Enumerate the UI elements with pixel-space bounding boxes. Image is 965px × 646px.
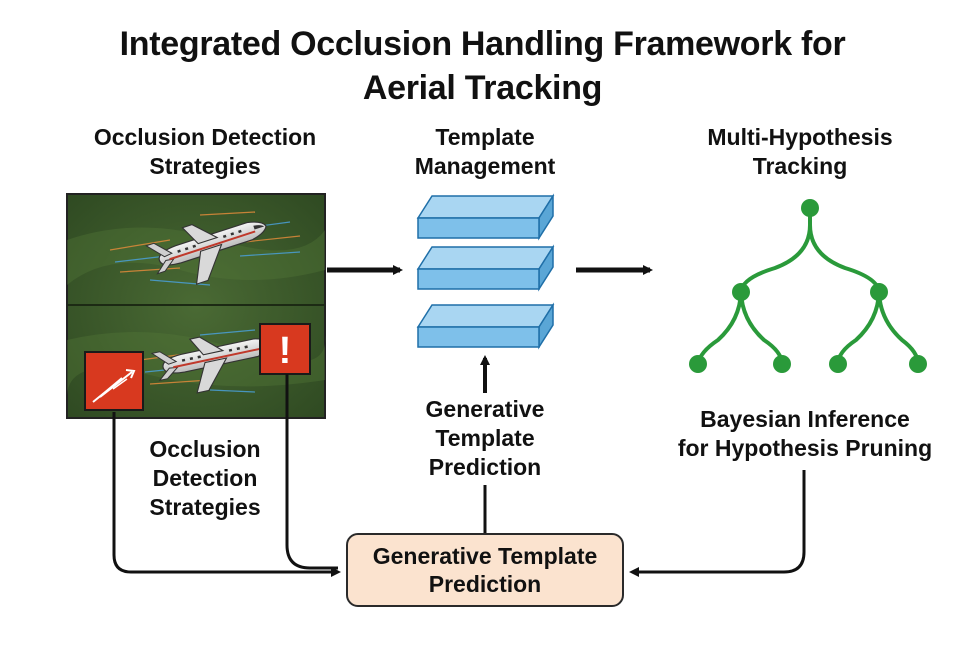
tree-node <box>909 355 927 373</box>
generative-prediction-box: Generative Template Prediction <box>346 533 624 607</box>
column-label-template: Template Management <box>380 123 590 181</box>
arrow-icon <box>285 374 338 570</box>
tree-node <box>829 355 847 373</box>
generative-label: Generative Template Prediction <box>395 395 575 482</box>
tree-node <box>773 355 791 373</box>
template-stack <box>416 193 555 350</box>
column-label-template-line-1: Template <box>435 124 535 150</box>
bayesian-label-line-1: Bayesian Inference <box>700 406 910 432</box>
center-box-line-1: Generative Template <box>372 543 598 569</box>
detection-label: Occlusion Detection Strategies <box>110 435 300 522</box>
title-line-2: Aerial Tracking <box>362 69 603 107</box>
arrow-icon <box>629 470 806 577</box>
tree-node <box>689 355 707 373</box>
detection-label-line-2: Detection <box>152 465 258 491</box>
arrow-icon <box>112 412 341 577</box>
column-label-detection-line-1: Occlusion Detection <box>93 124 317 150</box>
title-line-1: Integrated Occlusion Handling Framework … <box>119 25 846 63</box>
column-label-hypothesis: Multi-Hypothesis Tracking <box>650 123 950 181</box>
column-label-hypothesis-line-1: Multi-Hypothesis <box>707 124 893 150</box>
diagram-title: Integrated Occlusion Handling Framework … <box>0 22 965 110</box>
column-label-detection: Occlusion Detection Strategies <box>60 123 350 181</box>
bayesian-label: Bayesian Inference for Hypothesis Prunin… <box>655 405 955 463</box>
generative-label-line-2: Template <box>435 425 535 451</box>
bayesian-label-line-2: for Hypothesis Pruning <box>677 435 933 461</box>
tree-node <box>732 283 750 301</box>
airplane-icon <box>145 221 267 285</box>
generative-label-line-3: Prediction <box>428 454 542 480</box>
alert-symbol: ! <box>279 330 292 372</box>
warning-icon <box>84 351 144 411</box>
generative-label-line-1: Generative <box>425 396 545 422</box>
template-layer-3 <box>416 302 555 350</box>
center-box-line-2: Prediction <box>428 571 542 597</box>
column-label-detection-line-2: Strategies <box>149 153 261 179</box>
template-layer-2 <box>416 244 555 292</box>
airplane-icon <box>150 336 274 394</box>
column-label-hypothesis-line-2: Tracking <box>752 153 848 179</box>
column-label-template-line-2: Management <box>414 153 556 179</box>
detection-label-line-3: Strategies <box>149 494 261 520</box>
aerial-image-panel: ! <box>66 193 326 419</box>
alert-icon: ! <box>259 323 311 375</box>
detection-label-line-1: Occlusion <box>149 436 261 462</box>
tree-node-root <box>801 199 819 217</box>
tree-node <box>870 283 888 301</box>
tree-nodes <box>689 199 927 373</box>
template-layer-1 <box>416 193 555 241</box>
